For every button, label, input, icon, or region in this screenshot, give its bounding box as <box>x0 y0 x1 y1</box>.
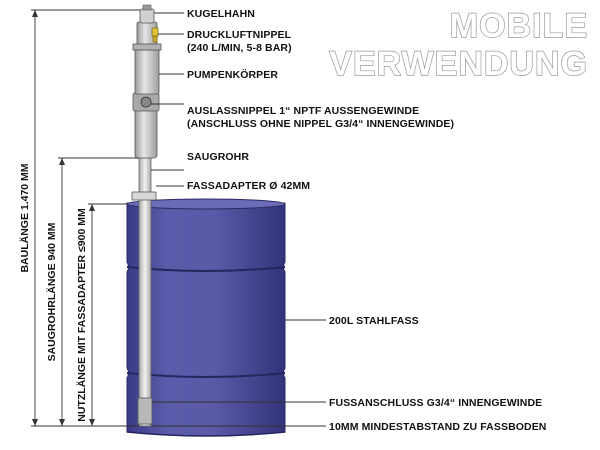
label-stahlfass: 200L STAHLFASS <box>329 315 419 327</box>
title-line-1: MOBILE <box>450 7 588 45</box>
dimension-lines <box>31 9 140 427</box>
label-auslass-2: (ANSCHLUSS OHNE NIPPEL G3/4“ INNENGEWIND… <box>187 118 454 130</box>
label-druckluft-1: DRUCKLUFTNIPPEL <box>187 29 292 41</box>
label-pumpenkoerper: PUMPENKÖRPER <box>187 68 278 81</box>
ball-valve <box>139 8 155 24</box>
label-kugelhahn: KUGELHAHN <box>187 8 255 20</box>
steel-drum <box>126 198 286 437</box>
pump-body <box>134 47 160 95</box>
air-nipple <box>151 27 159 37</box>
dim-label-nutzlaenge: NUTZLÄNGE MIT FASSADAPTER ≤900 MM <box>75 208 88 422</box>
label-fassadapter: FASSADAPTER Ø 42MM <box>187 180 310 192</box>
pump-assembly <box>131 4 162 427</box>
drum-adapter <box>131 191 157 201</box>
label-saugrohr: SAUGROHR <box>187 151 249 163</box>
leader-lines <box>151 12 326 427</box>
label-fussanschluss: FUSSANSCHLUSS G3/4“ INNENGEWINDE <box>329 397 542 409</box>
foot-connection <box>137 397 153 425</box>
dim-label-saugrohrlaenge: SAUGROHRLÄNGE 940 MM <box>45 222 58 361</box>
outlet-nipple <box>140 96 152 108</box>
label-druckluft-2: (240 L/MIN, 5-8 BAR) <box>187 42 292 54</box>
dim-label-baulaenge: BAULÄNGE 1.470 MM <box>18 163 31 272</box>
dimension-arrows <box>32 10 95 426</box>
title-line-2: VERWENDUNG <box>329 45 588 83</box>
label-mindestabstand: 10MM MINDESTABSTAND ZU FASSBODEN <box>329 421 547 433</box>
label-auslass-1: AUSLASSNIPPEL 1“ NPTF AUSSENGEWINDE <box>187 105 419 117</box>
